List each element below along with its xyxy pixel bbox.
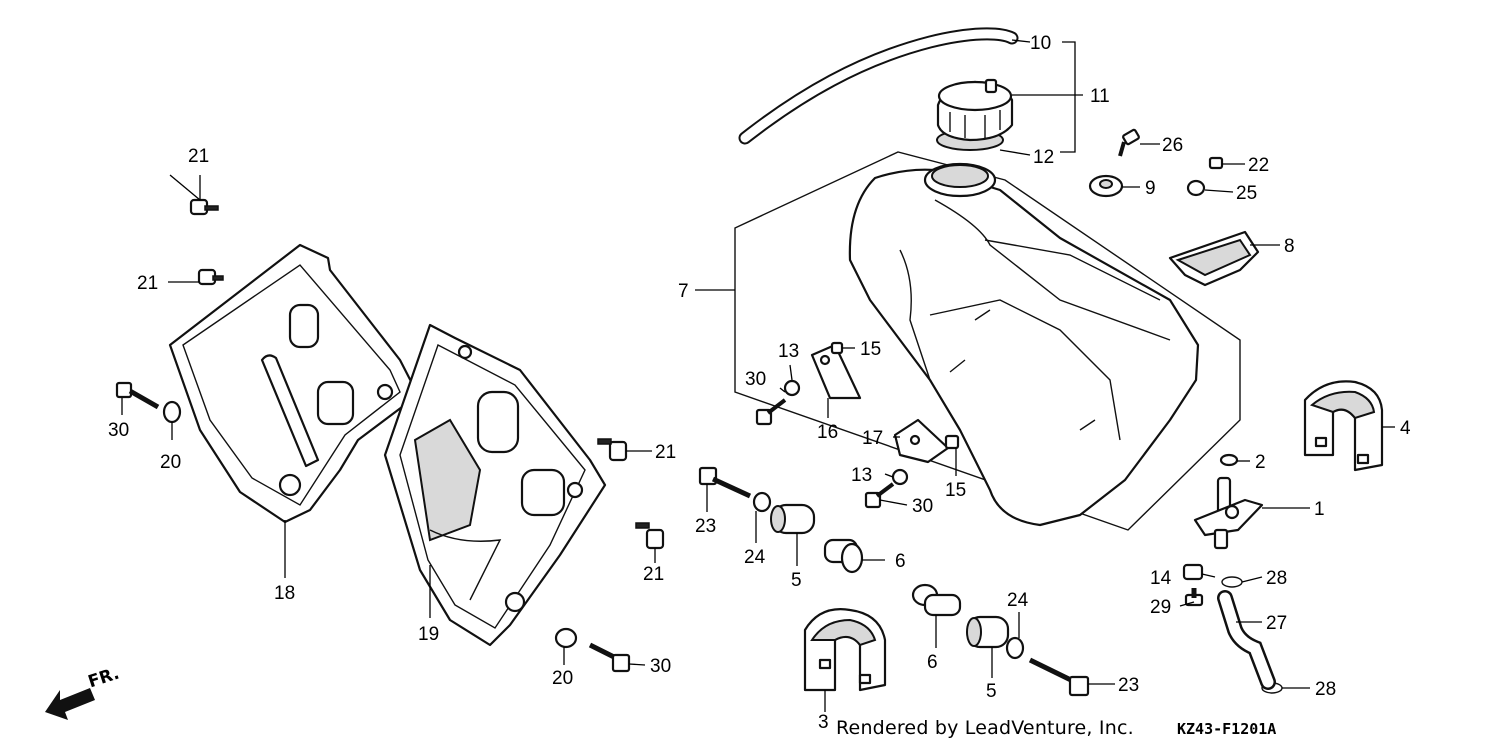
callout-30-left: 30 [108, 420, 129, 441]
callout-30-mid-2: 30 [912, 496, 933, 517]
callout-15-bottom: 15 [945, 480, 966, 501]
leader-lines [121, 39, 1395, 712]
callout-21-mid: 21 [137, 273, 158, 294]
callout-20-bottom: 20 [552, 668, 573, 689]
bolt-30-bottom [588, 642, 631, 673]
bolt-23-bottom [1028, 657, 1090, 697]
callout-19: 19 [418, 624, 439, 645]
fuel-cap [936, 78, 1014, 151]
callout-22: 22 [1248, 155, 1269, 176]
callout-27: 27 [1266, 613, 1287, 634]
callout-14: 14 [1150, 568, 1172, 589]
callout-20-left: 20 [160, 452, 181, 473]
callout-5-bottom: 5 [986, 681, 997, 702]
callout-5-top: 5 [791, 570, 802, 591]
callout-12: 12 [1033, 147, 1054, 168]
callout-8: 8 [1284, 236, 1295, 257]
bolt-21-right-2 [635, 522, 665, 550]
callout-6-bottom: 6 [927, 652, 938, 673]
callout-21-right-1: 21 [655, 442, 676, 463]
fuel-tank [848, 162, 1200, 527]
callout-26: 26 [1162, 135, 1183, 156]
diagram-code: KZ43-F1201A [1177, 720, 1277, 738]
callout-1: 1 [1314, 499, 1325, 520]
collar-20-bottom [554, 627, 578, 649]
callout-24-top: 24 [744, 547, 766, 568]
callout-17: 17 [862, 428, 883, 449]
front-direction-arrow [45, 688, 95, 720]
render-credit: Rendered by LeadVenture, Inc. [836, 717, 1134, 739]
hardware-parts [115, 128, 1384, 697]
tank-assembly-outline [734, 151, 1241, 531]
fuel-valve [1193, 476, 1264, 550]
callout-23-top: 23 [695, 516, 716, 537]
callout-18: 18 [274, 583, 295, 604]
callout-21-right-2: 21 [643, 564, 664, 585]
callout-4: 4 [1400, 418, 1411, 439]
callout-10: 10 [1030, 33, 1051, 54]
callout-23-bottom: 23 [1118, 675, 1139, 696]
callout-15-top: 15 [860, 339, 881, 360]
callout-7: 7 [678, 281, 689, 302]
callout-13-top: 13 [778, 341, 799, 362]
callout-16: 16 [817, 422, 838, 443]
callout-29: 29 [1150, 597, 1171, 618]
callout-6-top: 6 [895, 551, 906, 572]
collar-20-left [162, 400, 182, 424]
callout-3: 3 [818, 712, 829, 733]
bolt-30-left [115, 381, 160, 410]
bolt-21-mid [197, 268, 224, 286]
callout-13-bottom: 13 [851, 465, 872, 486]
callout-30-bottom: 30 [650, 656, 671, 677]
callout-28-top: 28 [1266, 568, 1287, 589]
callout-2: 2 [1255, 452, 1266, 473]
callout-21-top: 21 [188, 146, 209, 167]
bolt-23-top [698, 466, 752, 499]
right-shroud [168, 243, 420, 524]
bolt-21-top [189, 198, 219, 216]
callout-24-bottom: 24 [1007, 590, 1029, 611]
callout-28-bottom: 28 [1315, 679, 1336, 700]
callout-9: 9 [1145, 178, 1156, 199]
bolt-21-right-1 [597, 438, 628, 462]
callout-30-mid-1: 30 [745, 369, 766, 390]
callout-25: 25 [1236, 183, 1257, 204]
left-shroud [383, 323, 607, 647]
callout-labels: 10 11 12 26 22 9 25 8 7 4 2 1 14 28 29 2… [108, 33, 1411, 733]
callout-11: 11 [1090, 86, 1110, 107]
